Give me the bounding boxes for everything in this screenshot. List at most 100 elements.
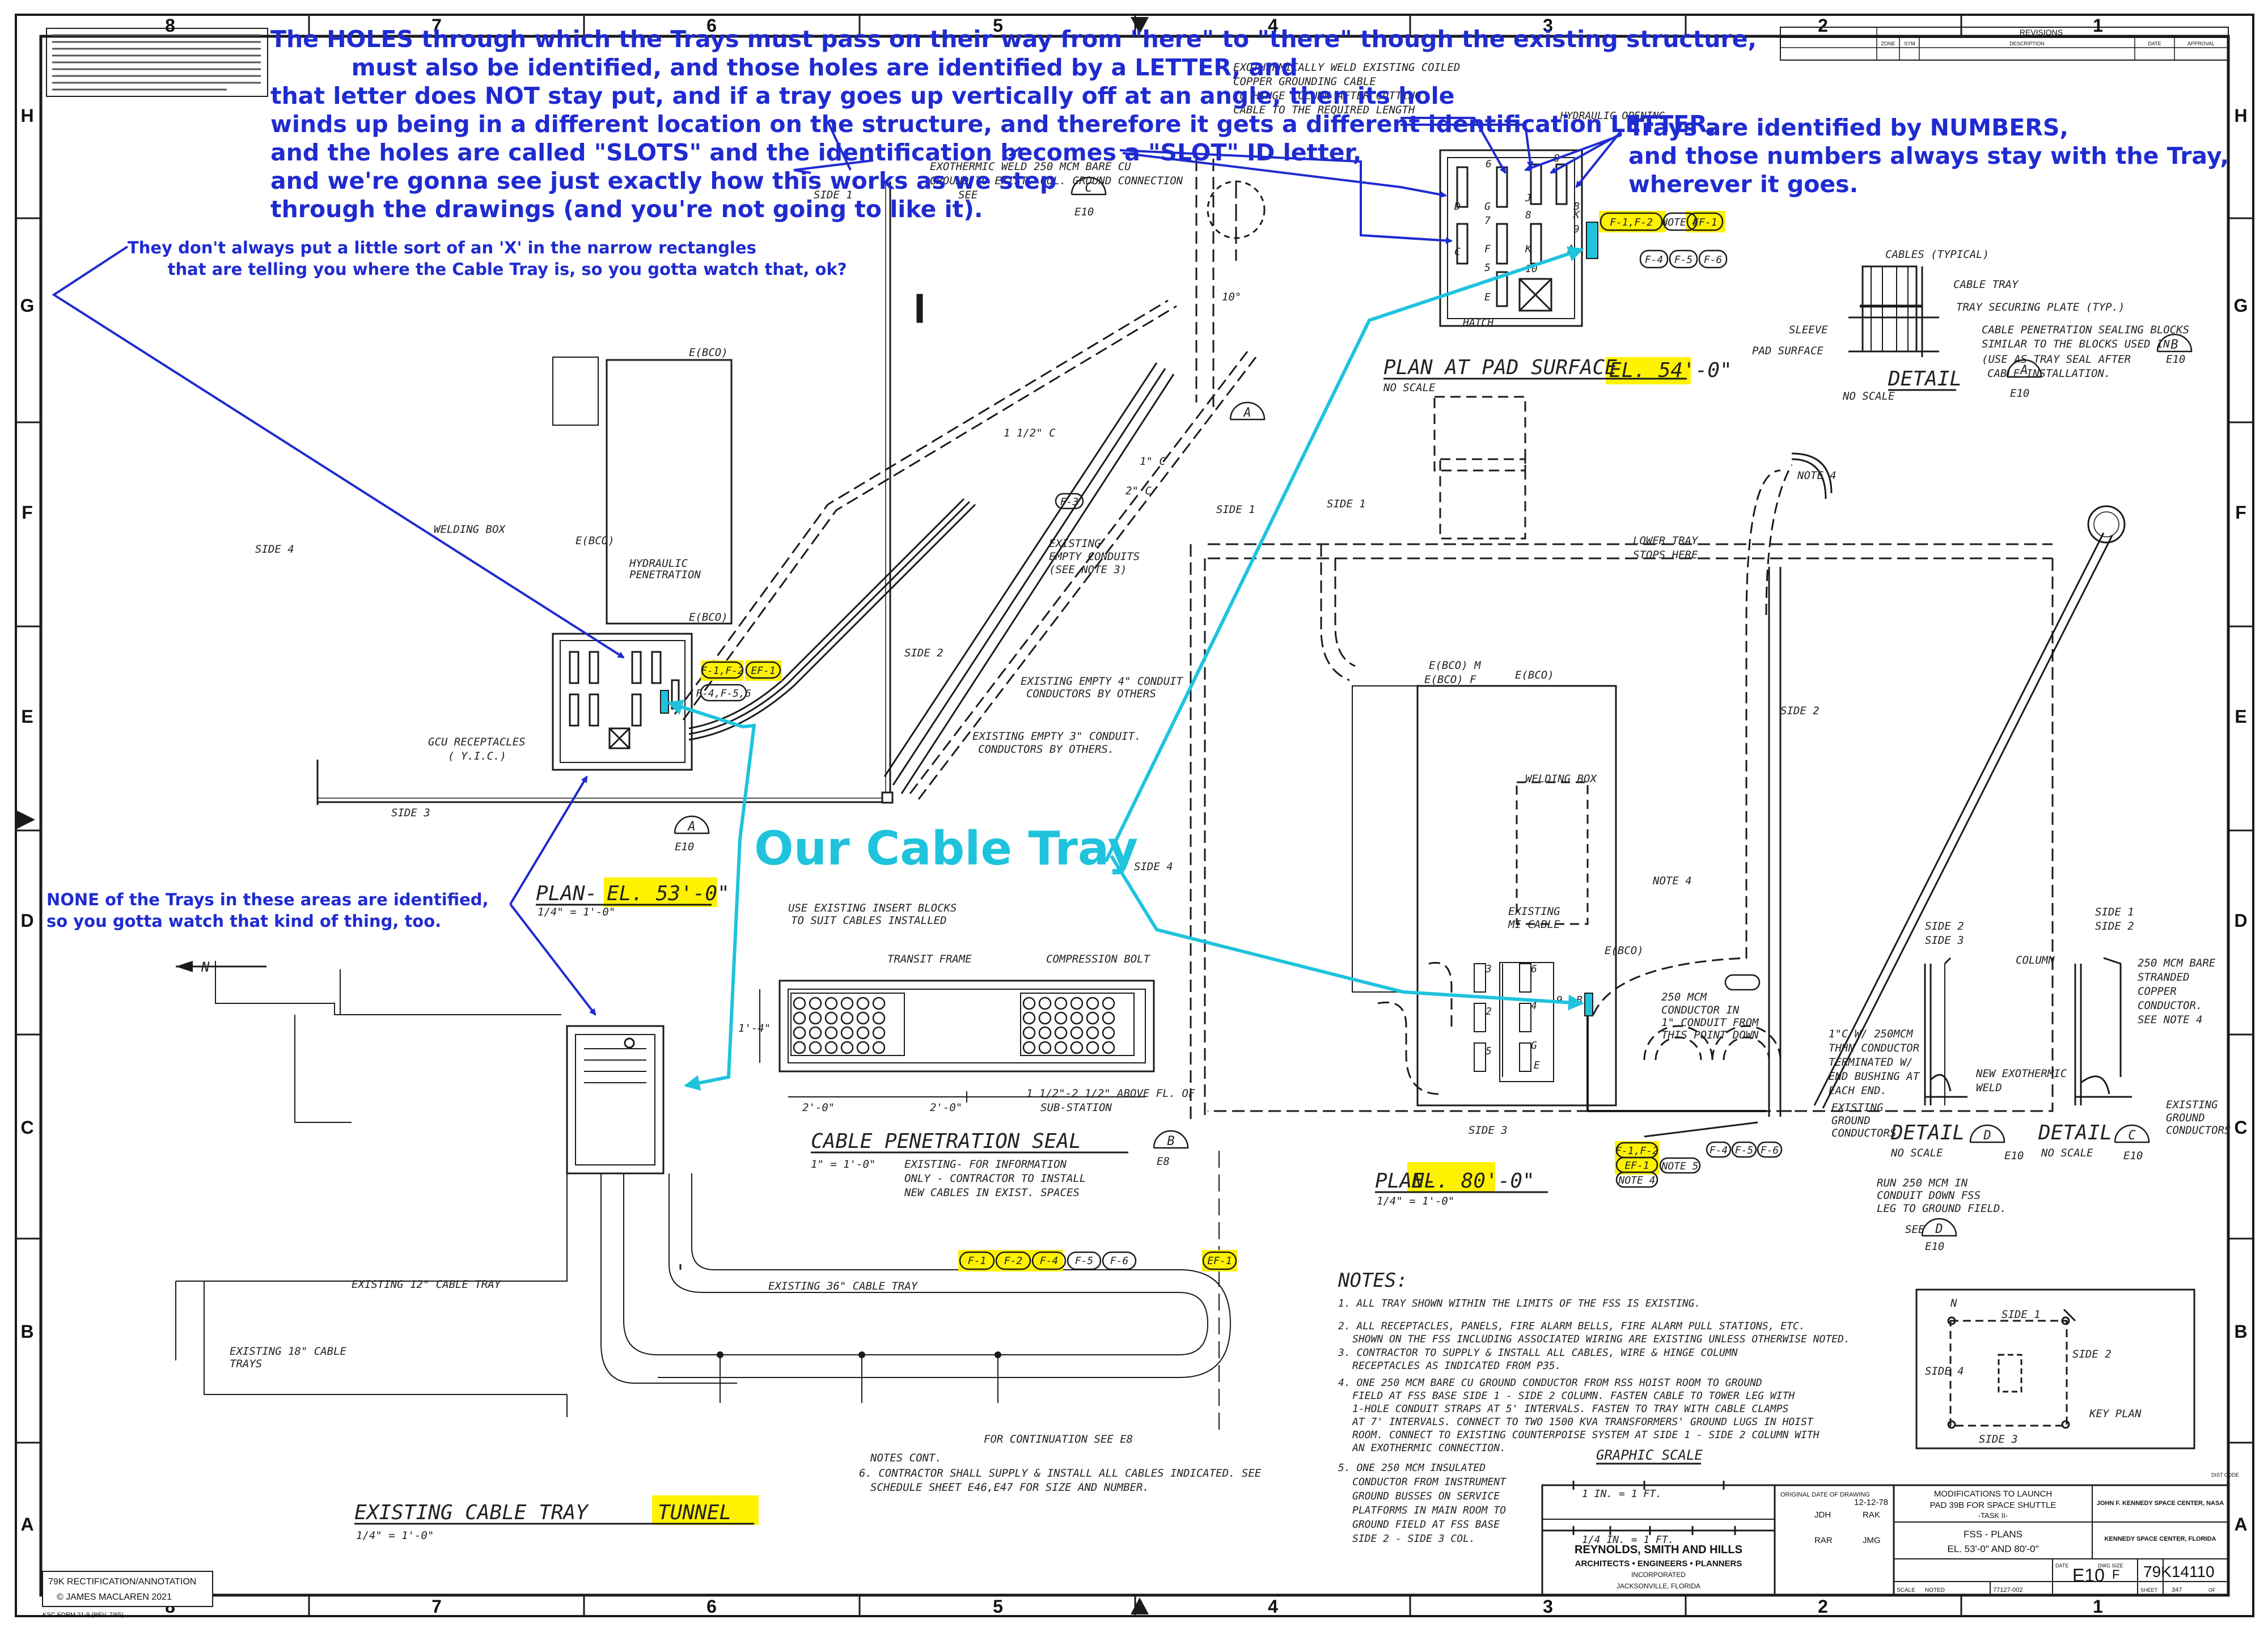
note-1: 1. ALL TRAY SHOWN WITHIN THE LIMITS OF T… <box>1338 1298 1700 1309</box>
detail-d-title: DETAIL <box>1890 1121 1965 1144</box>
grid-col-6: 6 <box>706 15 717 36</box>
exist-ground-3: CONDUCTORS <box>1831 1127 1896 1139</box>
tag-80-note4: NOTE 4 <box>1618 1175 1655 1186</box>
el53-ebco-mid: E(BCO) <box>576 535 615 547</box>
note6-1: 6. CONTRACTOR SHALL SUPPLY & INSTALL ALL… <box>859 1467 1262 1480</box>
weld-note-2: COPPER GROUNDING CABLE <box>1233 75 1376 88</box>
note-5f: SIDE 2 - SIDE 3 COL. <box>1352 1533 1475 1545</box>
grid-row-g: G <box>20 295 35 316</box>
bare-5: SEE NOTE 4 <box>2138 1014 2202 1026</box>
pad-tray-highlight <box>1586 222 1598 259</box>
drawing-number: 79K14110 <box>2143 1563 2215 1580</box>
weld-note-1: EXOTHERMICALLY WELD EXISTING COILED <box>1233 61 1460 74</box>
tag-80-note5: NOTE 5 <box>1661 1160 1698 1172</box>
firm-city: JACKSONVILLE, FLORIDA <box>1617 1582 1700 1590</box>
weld250-see: SEE <box>958 189 978 201</box>
continuation-label: FOR CONTINUATION SEE E8 <box>984 1433 1133 1446</box>
tag-texts: F-1,F-2 NOTE 4 EF-1 F-4 F-5 F-6 F-1,F-2 … <box>696 217 1779 1267</box>
el53-side4: SIDE 4 <box>255 543 294 556</box>
grid-row-c: C <box>20 1117 33 1138</box>
svg-text:6: 6 <box>1531 963 1537 975</box>
bare-4: CONDUCTOR. <box>2138 999 2202 1012</box>
graphic-scale-2: 1/4 IN. = 1 FT. <box>1582 1534 1674 1546</box>
grid-col-3: 3 <box>1543 15 1553 36</box>
el53-plan-title: PLAN- <box>536 882 597 905</box>
tag-pad-f6: F-6 <box>1704 254 1723 266</box>
el53-side3: SIDE 3 <box>391 807 430 819</box>
tag-f3: F-3 <box>1060 496 1079 508</box>
seal-note-2: ONLY - CONTRACTOR TO INSTALL <box>904 1172 1086 1185</box>
detail-a-ref: E10 <box>2010 387 2029 400</box>
insert-block <box>793 1041 806 1054</box>
insert-block <box>872 1011 886 1025</box>
lower-tray-2: STOPS HERE <box>1633 549 1698 561</box>
seal-note-3: NEW CABLES IN EXIST. SPACES <box>904 1186 1080 1199</box>
rev-col-description: DESCRIPTION <box>2009 41 2045 46</box>
note-4f: AN EXOTHERMIC CONNECTION. <box>1352 1442 1506 1454</box>
tag-80-f1f2: F-1,F-2 <box>1615 1145 1658 1157</box>
insert-block <box>793 997 806 1010</box>
sealing-4: CABLE INSTALLATION. <box>1987 367 2110 380</box>
insert-block <box>872 997 886 1010</box>
detail-c-ref: E10 <box>2123 1150 2143 1162</box>
note4-label: NOTE 4 <box>1797 469 1837 482</box>
insert-block <box>1038 1041 1052 1054</box>
note4-80: NOTE 4 <box>1652 875 1692 887</box>
insert-block <box>1102 997 1115 1010</box>
exist-ground-r2: GROUND <box>2166 1112 2205 1124</box>
new-weld-1: NEW EXOTHERMIC <box>1975 1067 2067 1080</box>
svg-text:2: 2 <box>1486 1006 1492 1018</box>
sheet-num: 347 <box>2172 1587 2182 1593</box>
firm-inc: INCORPORATED <box>1631 1571 1686 1579</box>
hydraulic-pen-2: PENETRATION <box>629 569 701 581</box>
mcm-1: 250 MCM <box>1661 991 1707 1003</box>
rev-col-approval: APPROVAL <box>2187 41 2215 46</box>
sleeve-label: SLEEVE <box>1789 324 1828 336</box>
tag-53-f1f2: F-1,F-2 <box>701 665 744 677</box>
svg-text:9: 9 <box>1573 223 1580 235</box>
note-5d: PLATFORMS IN MAIN ROOM TO <box>1352 1504 1506 1516</box>
scale-label: SCALE <box>1897 1587 1915 1593</box>
tunnel-scale: 1/4" = 1'-0" <box>356 1529 434 1542</box>
date-label: DATE <box>2055 1563 2068 1569</box>
run-4: SEE <box>1905 1223 1925 1236</box>
insert-block <box>1086 997 1099 1010</box>
svg-text:F: F <box>1484 243 1491 255</box>
el53-tray-highlight <box>660 690 669 714</box>
run-3: LEG TO GROUND FIELD. <box>1877 1202 2007 1215</box>
note-4b: FIELD AT FSS BASE SIDE 1 - SIDE 2 COLUMN… <box>1352 1390 1795 1402</box>
grid-labels: 8 7 6 5 4 3 2 1 8 7 6 5 4 3 2 1 H G F E … <box>20 15 2248 1617</box>
key-plan <box>1915 1288 2195 1449</box>
insert-block <box>856 997 870 1010</box>
of-label: OF <box>2208 1587 2216 1593</box>
thhn-1: 1"C W/ 250MCM <box>1829 1028 1913 1040</box>
seal-note-1: EXISTING- FOR INFORMATION <box>904 1158 1067 1171</box>
seal-ref: E8 <box>1157 1155 1170 1168</box>
el80-tray-highlight <box>1584 993 1593 1016</box>
svg-text:G: G <box>1484 201 1491 213</box>
mcm-4: THIS POINT DOWN <box>1661 1029 1759 1041</box>
grid-row-b-right: B <box>2234 1321 2247 1342</box>
weld250-note-1: EXOTHERMIC WELD 250 MCM BARE CU <box>930 160 1131 173</box>
cable-penetration-seal <box>759 980 1155 1103</box>
tag-80-f6: F-6 <box>1761 1144 1779 1156</box>
run-1: RUN 250 MCM IN <box>1877 1177 1968 1189</box>
svg-text:4: 4 <box>1531 1000 1537 1012</box>
north-letter: N <box>201 959 210 975</box>
el53-ref: E10 <box>675 841 694 853</box>
notes-block: NOTES: 1. ALL TRAY SHOWN WITHIN THE LIMI… <box>1338 1269 1850 1546</box>
detail-a-title: DETAIL <box>1888 367 1962 391</box>
project-1: MODIFICATIONS TO LAUNCH <box>1934 1489 2052 1499</box>
insert-block <box>1038 1026 1052 1040</box>
el80-ebco: E(BCO) <box>1515 669 1554 681</box>
grid-col-7: 7 <box>431 15 442 36</box>
scale-value: NOTED <box>1925 1587 1945 1593</box>
graphic-scale-1: 1 IN. = 1 FT. <box>1582 1488 1662 1500</box>
svg-text:A: A <box>1242 406 1251 420</box>
view-title-underlines <box>354 378 1956 1525</box>
existing-conduits-1: EXISTING <box>1049 537 1101 550</box>
sealing-ref: E10 <box>2166 353 2185 366</box>
conduit-1: 1" C <box>1140 455 1166 468</box>
detail-d-scale: NO SCALE <box>1890 1147 1943 1159</box>
